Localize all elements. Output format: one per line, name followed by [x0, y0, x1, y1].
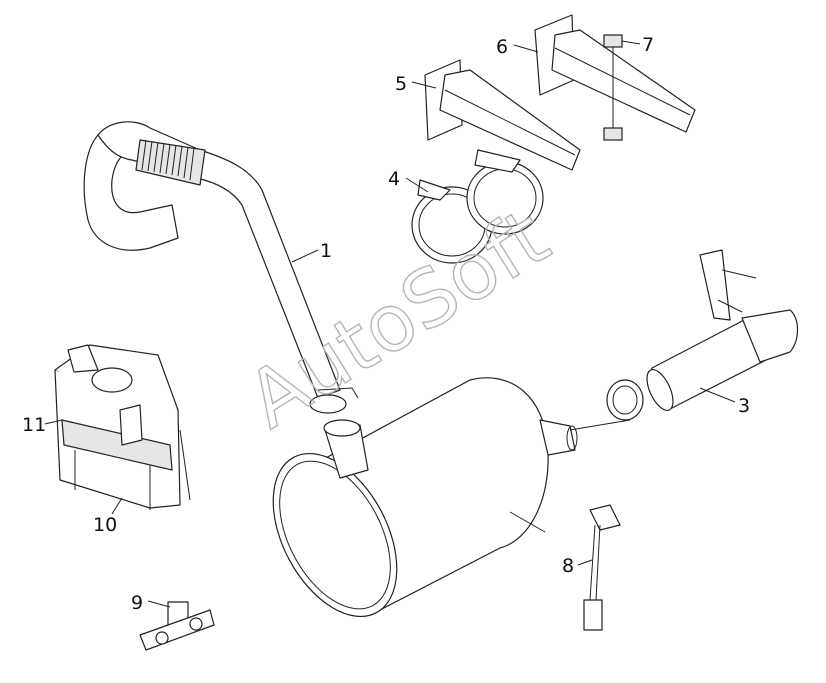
bracket-part-6[interactable] [534, 14, 696, 133]
sensor-part-8[interactable] [583, 504, 621, 631]
exhaust-pipe-part-1[interactable] [83, 121, 359, 414]
callout-9: 9 [131, 592, 143, 614]
leader-lines [44, 40, 736, 608]
callout-7: 7 [642, 34, 654, 56]
bracket-part-5[interactable] [424, 59, 581, 171]
callout-11: 11 [22, 414, 46, 436]
callout-10: 10 [93, 514, 117, 536]
valve-part-9[interactable] [139, 601, 215, 651]
callout-6: 6 [496, 36, 508, 58]
tail-pipe-part-3[interactable] [606, 249, 799, 421]
callout-3: 3 [738, 395, 750, 417]
tank-part-10[interactable] [54, 344, 191, 510]
clamps-part-4[interactable] [411, 149, 544, 264]
callout-5: 5 [395, 73, 407, 95]
bolt-part-7[interactable] [603, 34, 623, 141]
callout-1: 1 [320, 240, 332, 262]
muffler-body[interactable] [248, 377, 631, 637]
callout-4: 4 [388, 168, 400, 190]
callout-8: 8 [562, 555, 574, 577]
